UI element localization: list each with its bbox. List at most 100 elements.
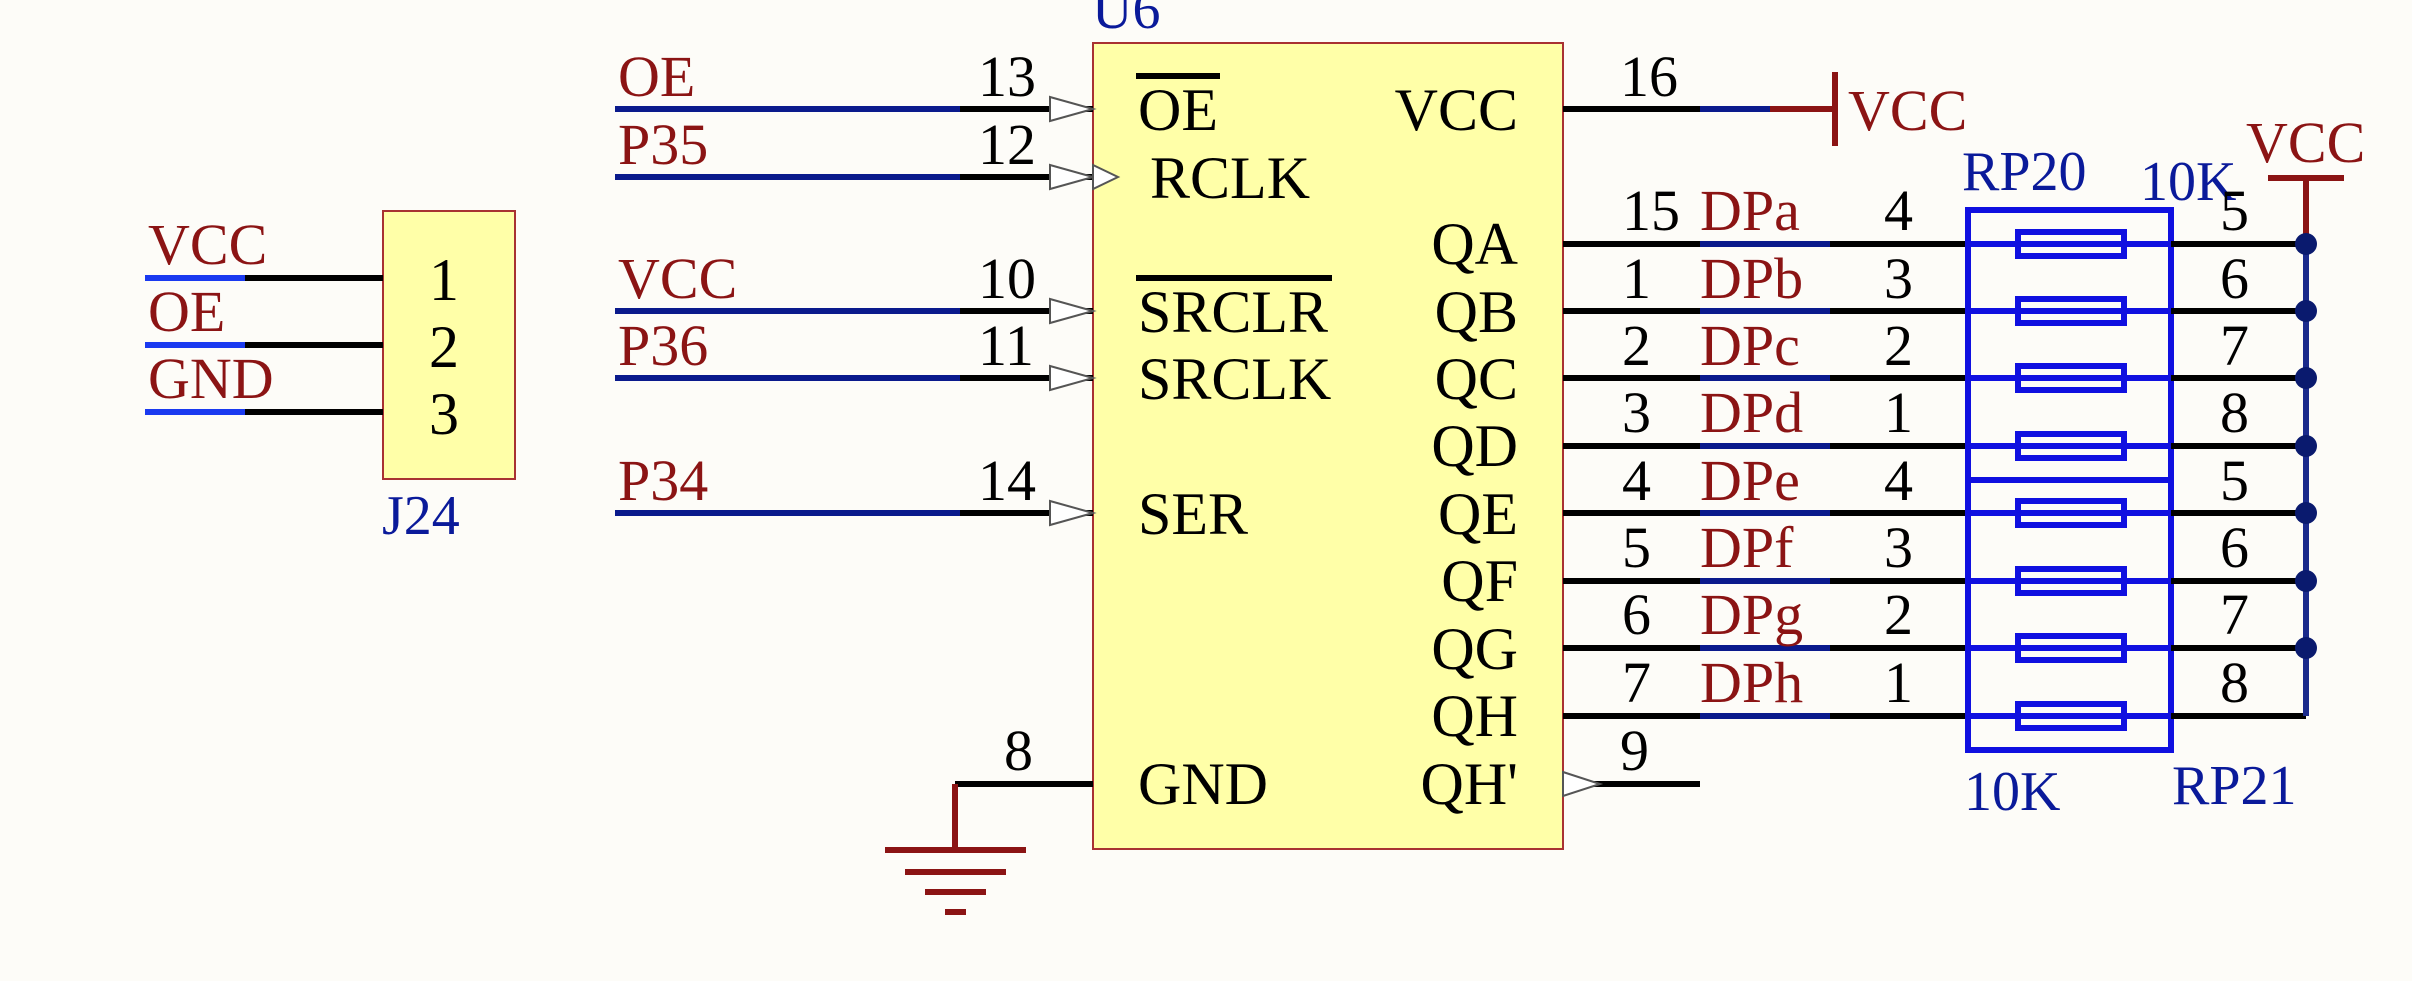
pin-number: 16 — [1620, 44, 1678, 109]
pin-number: 13 — [978, 44, 1036, 109]
connector-body — [382, 210, 516, 480]
resistor-network-designator: RP21 — [2172, 755, 2297, 817]
resistor-icon — [1968, 498, 2171, 731]
pin-name-qa: QA — [1431, 211, 1518, 277]
pullup-rail — [2171, 175, 2344, 719]
pin-name-qh: QH — [1431, 683, 1518, 749]
pin-number: 4 — [1622, 448, 1651, 513]
pin-number: 9 — [1620, 718, 1649, 783]
pin-name-qc: QC — [1435, 346, 1518, 412]
junction-dot — [2295, 435, 2317, 457]
pin-number: 5 — [1622, 515, 1651, 580]
pin-number: 2 — [1884, 313, 1913, 378]
pin-number: 11 — [978, 313, 1034, 378]
pin-name-qe: QE — [1438, 481, 1518, 547]
pin-name-qb: QB — [1435, 279, 1518, 345]
output-arrow-icon — [1562, 770, 1604, 798]
pin-number: 12 — [978, 112, 1036, 177]
pin-number: 14 — [978, 448, 1036, 513]
resistor-network-body — [1965, 207, 2174, 483]
chip-left-pins — [615, 95, 1121, 527]
pin-number: 1 — [1884, 380, 1913, 445]
net-label-dpa: DPa — [1700, 178, 1800, 243]
junction-dot — [2295, 367, 2317, 389]
pin-number: 6 — [2220, 515, 2249, 580]
junction-dot — [2295, 233, 2317, 255]
net-label-p35: P35 — [618, 112, 708, 177]
ground-symbol-icon — [885, 781, 1093, 915]
net-label-dpc: DPc — [1700, 313, 1800, 378]
chip-designator: U6 — [1092, 0, 1160, 41]
power-label-vcc: VCC — [1848, 78, 1967, 143]
resistor-icon — [1968, 229, 2171, 461]
net-label-dpe: DPe — [1700, 448, 1800, 513]
pin-number: 1 — [1622, 246, 1651, 311]
net-label-dph: DPh — [1700, 650, 1803, 715]
pin-name-qg: QG — [1431, 616, 1518, 682]
pin-number: 10 — [978, 246, 1036, 311]
pin-number: 4 — [1884, 448, 1913, 513]
pin-number: 7 — [2220, 582, 2249, 647]
output-wires — [1562, 241, 1968, 798]
vcc-pin-wire — [1563, 72, 1838, 146]
pin-number: 1 — [1884, 650, 1913, 715]
junction-dot — [2295, 570, 2317, 592]
connector-pin-number: 3 — [429, 381, 459, 447]
net-label-dpb: DPb — [1700, 246, 1803, 311]
net-label-vcc: VCC — [148, 212, 267, 277]
net-label-oe: OE — [148, 279, 225, 344]
pin-name-srclk: SRCLK — [1138, 346, 1331, 412]
pin-arrow-icon — [1049, 297, 1097, 325]
resistor-network-value: 10K — [1964, 761, 2060, 823]
connector-pin-number: 2 — [429, 314, 459, 380]
resistor-network-rp20[interactable]: RP20 10K 4 3 2 1 5 6 7 8 — [1884, 141, 2249, 483]
net-label-oe: OE — [618, 44, 695, 109]
junction-dot — [2295, 300, 2317, 322]
pin-name-qf: QF — [1441, 548, 1518, 614]
pin-number: 8 — [2220, 650, 2249, 715]
pin-name-ser: SER — [1138, 481, 1248, 547]
pin-number: 7 — [1622, 650, 1651, 715]
net-label-p34: P34 — [618, 448, 708, 513]
net-label-vcc: VCC — [618, 246, 737, 311]
chip-u6[interactable]: U6 OE P35 VCC P36 P34 13 — [615, 0, 1968, 915]
connector-j24[interactable]: VCC OE GND 1 2 3 J24 — [145, 210, 516, 547]
pin-number: 2 — [1622, 313, 1651, 378]
pin-number: 8 — [1004, 718, 1033, 783]
pin-number: 6 — [2220, 246, 2249, 311]
net-label-dpd: DPd — [1700, 380, 1803, 445]
net-label-gnd: GND — [148, 346, 274, 411]
resistor-network-value: 10K — [2140, 151, 2236, 213]
pin-number: 5 — [2220, 448, 2249, 513]
pin-arrow-icon — [1049, 163, 1097, 191]
pin-number: 6 — [1622, 582, 1651, 647]
power-label-vcc-2: VCC — [2246, 110, 2365, 175]
pin-arrow-icon — [1049, 499, 1097, 527]
pin-name-srclr: SRCLR — [1138, 279, 1328, 345]
pin-number: 3 — [1884, 246, 1913, 311]
pin-arrow-icon — [1049, 95, 1097, 123]
connector-designator: J24 — [382, 485, 460, 547]
connector-pin-number: 1 — [429, 247, 459, 313]
pin-name-qd: QD — [1431, 413, 1518, 479]
pin-number: 3 — [1622, 380, 1651, 445]
resistor-network-rp21[interactable]: 10K RP21 4 3 2 1 5 6 7 8 — [1884, 448, 2297, 823]
junction-dot — [2295, 502, 2317, 524]
net-label-dpf: DPf — [1700, 515, 1794, 580]
junction-dot — [2295, 637, 2317, 659]
pin-name-oe: OE — [1138, 77, 1218, 143]
pin-number: 15 — [1622, 178, 1680, 243]
pin-name-qh-prime: QH' — [1421, 751, 1518, 817]
net-label-dpg: DPg — [1700, 582, 1803, 647]
pin-name-vcc: VCC — [1395, 77, 1518, 143]
pin-number: 8 — [2220, 380, 2249, 445]
pin-arrow-icon — [1049, 364, 1097, 392]
pin-number: 7 — [2220, 313, 2249, 378]
resistor-network-body — [1965, 477, 2174, 753]
pin-name-gnd: GND — [1138, 751, 1268, 817]
net-label-p36: P36 — [618, 313, 708, 378]
pin-number: 2 — [1884, 582, 1913, 647]
pin-number: 3 — [1884, 515, 1913, 580]
pin-number: 5 — [2220, 178, 2249, 243]
